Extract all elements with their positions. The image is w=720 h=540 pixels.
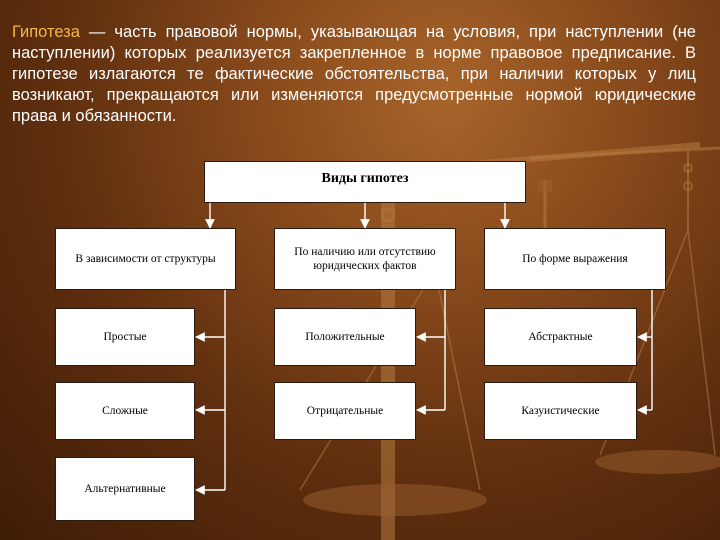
- node-positive-label: Положительные: [305, 331, 385, 343]
- root-label: Виды гипотез: [321, 171, 409, 186]
- node-simple-label: Простые: [103, 331, 147, 343]
- root-node: Виды гипотез: [204, 161, 526, 203]
- node-negative-label: Отрицательные: [306, 405, 384, 417]
- node-alternative: Альтернативные: [55, 457, 195, 521]
- defined-term: Гипотеза: [12, 23, 80, 41]
- header-legal-facts-label: По наличию или отсутствию юридических фа…: [294, 246, 436, 272]
- node-casuistic: Казуистические: [484, 382, 637, 440]
- definition-text: — часть правовой нормы, указывающая на у…: [12, 23, 696, 125]
- node-complex: Сложные: [55, 382, 195, 440]
- node-positive: Положительные: [274, 308, 416, 366]
- node-abstract: Абстрактные: [484, 308, 637, 366]
- hypothesis-definition: Гипотеза — часть правовой нормы, указыва…: [12, 22, 696, 127]
- header-form: По форме выражения: [484, 228, 666, 290]
- node-casuistic-label: Казуистические: [521, 405, 600, 417]
- node-complex-label: Сложные: [102, 405, 148, 417]
- node-alternative-label: Альтернативные: [84, 483, 166, 495]
- header-structure-label: В зависимости от структуры: [75, 253, 216, 265]
- node-negative: Отрицательные: [274, 382, 416, 440]
- node-abstract-label: Абстрактные: [528, 331, 593, 343]
- header-structure: В зависимости от структуры: [55, 228, 236, 290]
- node-simple: Простые: [55, 308, 195, 366]
- header-legal-facts: По наличию или отсутствию юридических фа…: [274, 228, 456, 290]
- header-form-label: По форме выражения: [522, 253, 628, 265]
